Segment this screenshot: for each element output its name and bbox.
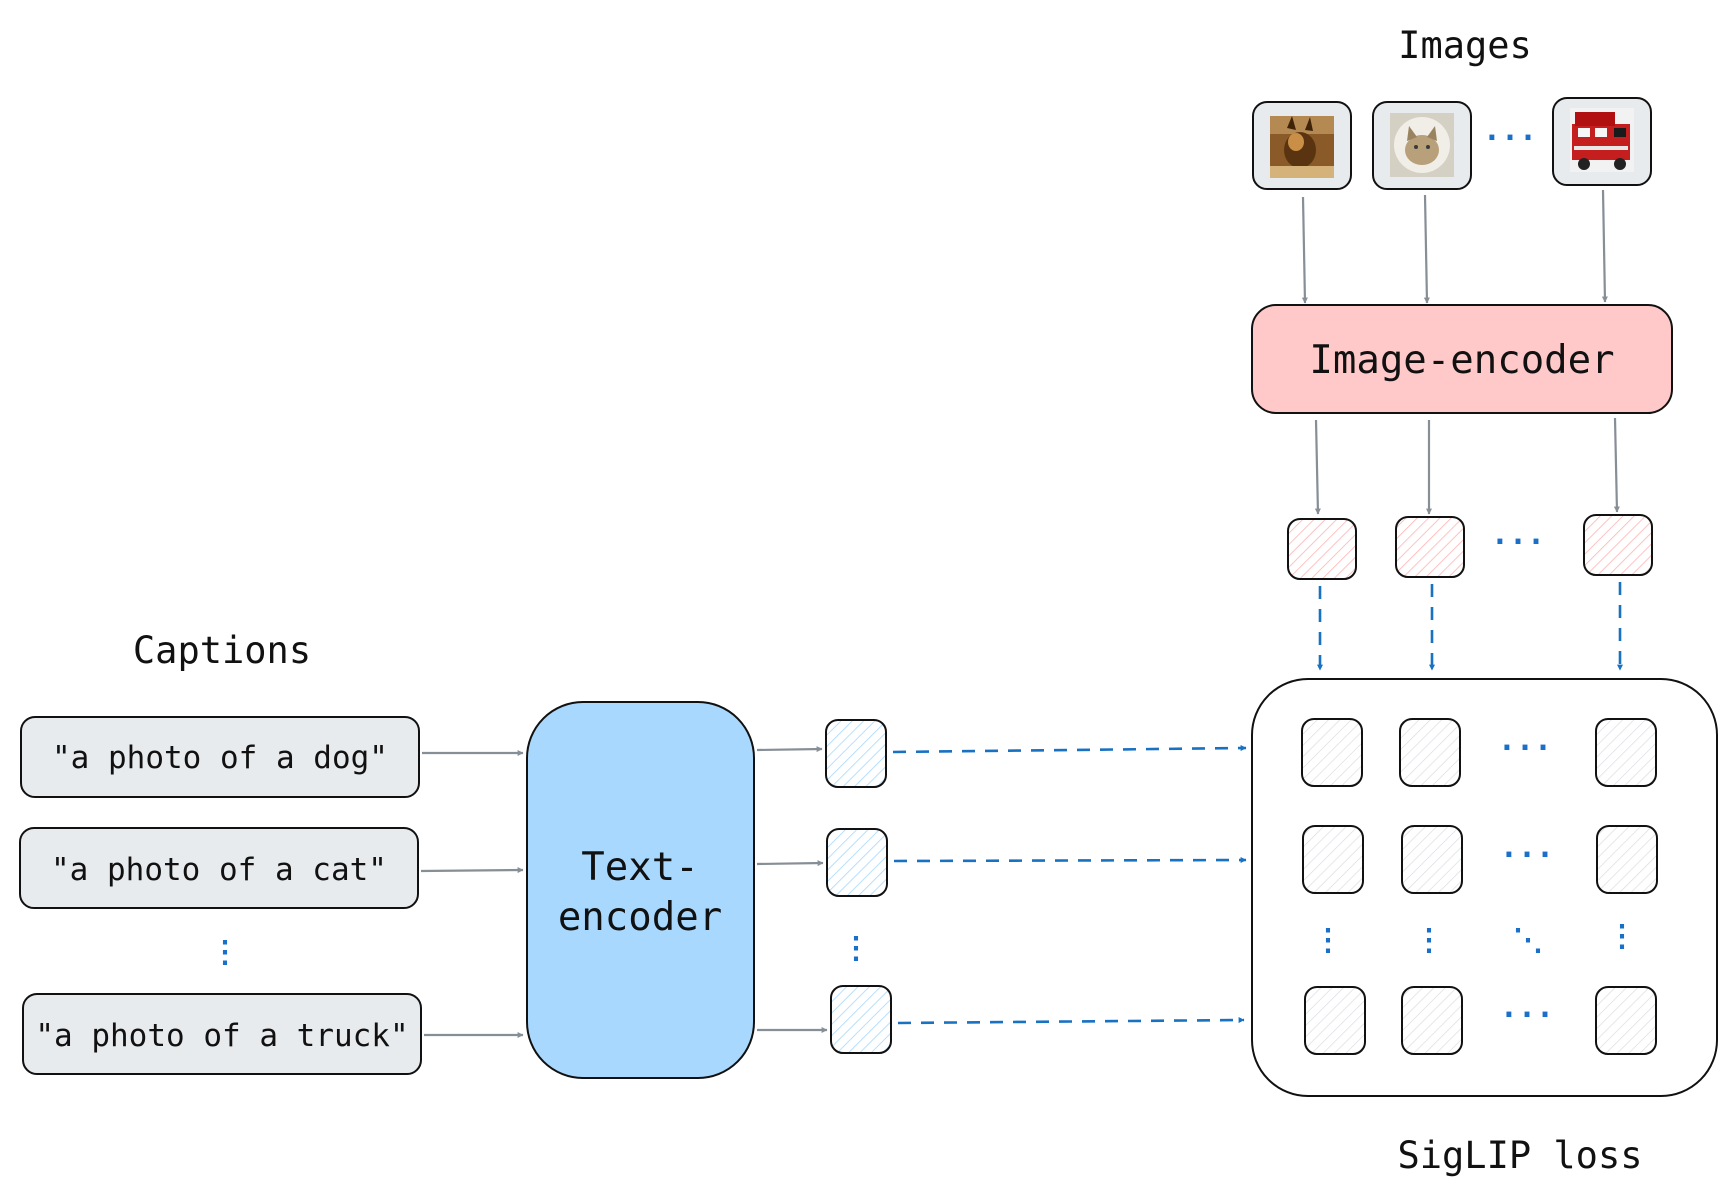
captions-vertical-ellipsis: ⋮	[210, 935, 240, 970]
loss-cell-rn-cn	[1595, 986, 1657, 1055]
loss-cell-r2-cn	[1596, 825, 1658, 894]
loss-cell-r2-c1	[1302, 825, 1364, 894]
captions-title: Captions	[133, 629, 311, 672]
images-title: Images	[1398, 24, 1532, 67]
text-embeddings-vertical-ellipsis: ⋮	[841, 931, 871, 966]
text-embedding-1	[825, 719, 887, 788]
arrow-encoder-to-text-embed-1	[756, 746, 823, 753]
siglip-loss-title: SigLIP loss	[1397, 1134, 1642, 1177]
image-cat-thumbnail	[1372, 101, 1472, 190]
image-embedding-3	[1583, 514, 1653, 576]
loss-cell-r2-c2	[1401, 825, 1463, 894]
loss-col2-vertical-ellipsis: ⋮	[1414, 923, 1444, 958]
text-embedding-3	[830, 985, 892, 1054]
image-encoder-box: Image-encoder	[1251, 304, 1673, 414]
loss-rown-ellipsis: ···	[1500, 998, 1554, 1033]
arrow-image-dog-to-encoder	[1301, 196, 1308, 304]
loss-coln-vertical-ellipsis: ⋮	[1607, 919, 1637, 954]
text-encoder-label-line1: Text-	[581, 845, 698, 890]
arrow-encoder-to-image-embed-1	[1314, 419, 1321, 515]
dog-photo-icon	[1270, 116, 1334, 178]
arrow-image-truck-to-encoder	[1601, 189, 1608, 303]
loss-row1-ellipsis: ···	[1498, 731, 1552, 766]
dashed-arrow-text-embed-2-to-loss	[893, 857, 1247, 864]
loss-cell-r1-c1	[1301, 718, 1363, 787]
dashed-arrow-text-embed-1-to-loss	[892, 745, 1247, 754]
arrow-image-cat-to-encoder	[1423, 194, 1430, 304]
loss-cell-r1-cn	[1595, 718, 1657, 787]
caption-cat-text: "a photo of a cat"	[51, 852, 387, 888]
image-embeddings-ellipsis: ···	[1491, 525, 1545, 560]
arrow-caption-cat-to-encoder	[420, 867, 524, 874]
arrow-encoder-to-image-embed-3	[1613, 417, 1620, 513]
loss-cell-rn-c2	[1401, 986, 1463, 1055]
arrow-encoder-to-text-embed-2	[756, 860, 824, 867]
image-embedding-1	[1287, 518, 1357, 580]
image-encoder-label: Image-encoder	[1309, 338, 1614, 383]
loss-diagonal-ellipsis: ⋱	[1513, 923, 1543, 958]
caption-truck-text: "a photo of a truck"	[35, 1018, 408, 1054]
text-encoder-box: Text- encoder	[526, 701, 755, 1079]
caption-box-truck: "a photo of a truck"	[22, 993, 422, 1075]
caption-box-cat: "a photo of a cat"	[19, 827, 419, 909]
image-embedding-2	[1395, 516, 1465, 578]
image-dog-thumbnail	[1252, 101, 1352, 190]
text-embedding-2	[826, 828, 888, 897]
image-fire-truck-thumbnail	[1552, 97, 1652, 186]
loss-col1-vertical-ellipsis: ⋮	[1313, 923, 1343, 958]
loss-cell-rn-c1	[1304, 986, 1366, 1055]
fire-truck-photo-icon	[1570, 108, 1634, 172]
loss-row2-ellipsis: ···	[1500, 838, 1554, 873]
images-horizontal-ellipsis: ···	[1483, 121, 1537, 156]
text-encoder-label-line2: encoder	[558, 895, 722, 940]
caption-dog-text: "a photo of a dog"	[52, 740, 388, 776]
caption-box-dog: "a photo of a dog"	[20, 716, 420, 798]
cat-photo-icon	[1390, 113, 1454, 177]
loss-cell-r1-c2	[1399, 718, 1461, 787]
dashed-arrow-text-embed-3-to-loss	[897, 1017, 1245, 1025]
